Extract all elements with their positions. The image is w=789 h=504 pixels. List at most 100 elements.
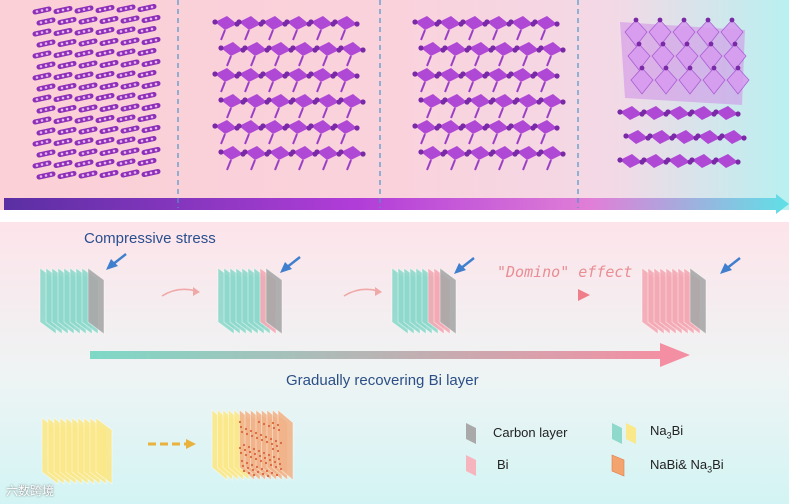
- nabi-particle: [271, 421, 275, 425]
- atom-unit: [338, 42, 366, 67]
- atom-unit: [290, 42, 318, 67]
- atom-unit: [284, 16, 312, 41]
- nabi-particle: [250, 434, 254, 438]
- nabi-particle: [239, 451, 243, 455]
- legend-na3bi-label: Na3Bi: [650, 423, 684, 441]
- atom-chain: [141, 81, 161, 89]
- nabi-particle: [247, 471, 251, 475]
- atom-chain: [120, 147, 140, 156]
- nabi-particle: [265, 469, 269, 473]
- octahedron: [720, 17, 744, 47]
- atom-chain: [95, 137, 115, 145]
- atom-chain: [95, 71, 115, 79]
- nabi-particle: [266, 474, 270, 478]
- layer-sheet: [277, 409, 294, 481]
- atom-chain: [36, 105, 56, 114]
- atom-unit: [314, 94, 342, 119]
- atom-unit: [508, 120, 536, 145]
- octahedron: [699, 41, 723, 71]
- atom-chain: [116, 92, 136, 101]
- nabi-particle: [240, 430, 244, 434]
- atom-chain: [78, 126, 98, 135]
- atom-chain: [36, 171, 56, 180]
- nabi-particle: [254, 431, 258, 435]
- nabi-particle: [274, 439, 278, 443]
- atom-chain: [116, 114, 136, 123]
- atom-chain: [74, 5, 94, 14]
- atom-chain: [32, 160, 52, 169]
- octahedron: [648, 17, 672, 47]
- atom-chain: [137, 26, 157, 34]
- octahedron: [726, 65, 750, 95]
- atom-unit: [338, 146, 366, 171]
- bottom-panel-background: [0, 222, 789, 504]
- atom-chain: [53, 138, 73, 146]
- nabi-particle: [276, 423, 280, 427]
- atom-chain: [116, 4, 136, 13]
- atom-chain: [57, 105, 77, 113]
- nabi-particle: [253, 452, 257, 456]
- octahedron: [696, 17, 720, 47]
- atom-chain: [78, 104, 98, 113]
- na3bi-swatch-icon: [612, 423, 636, 444]
- atom-chain: [137, 4, 157, 12]
- atom-chain: [57, 127, 77, 135]
- layer-stack-mixed: [211, 409, 294, 481]
- atom-unit: [332, 68, 360, 93]
- layer-sheet: [689, 267, 707, 335]
- atom-unit: [332, 16, 360, 41]
- atom-unit: [412, 68, 440, 93]
- atom-chain: [120, 81, 140, 90]
- atom-chain: [36, 61, 56, 70]
- nabi-particle: [251, 468, 255, 472]
- atom-chain: [99, 170, 119, 178]
- atom-chain: [99, 38, 119, 46]
- nabi-particle: [259, 433, 263, 437]
- atom-unit: [466, 146, 494, 171]
- atom-unit: [532, 68, 560, 93]
- nabi-particle: [262, 422, 266, 426]
- nabi-particle: [269, 463, 273, 467]
- atom-chain: [95, 115, 115, 123]
- atom-chain: [141, 125, 161, 133]
- atom-chain: [95, 49, 115, 57]
- crystal-structure-3: [412, 16, 566, 171]
- nabi-particle: [245, 461, 249, 465]
- nabi-particle: [279, 467, 283, 471]
- legend-bi-label: Bi: [497, 457, 509, 472]
- atom-chain: [99, 148, 119, 156]
- nabi-particle: [271, 447, 275, 451]
- atom-chain: [120, 37, 140, 46]
- nabi-particle: [259, 459, 263, 463]
- recovering-arrow-icon: [90, 343, 690, 367]
- nabi-particle: [272, 426, 276, 430]
- atom-unit: [647, 130, 675, 144]
- atom-chain: [95, 93, 115, 101]
- atom-unit: [290, 94, 318, 119]
- atom-unit: [695, 130, 723, 144]
- atom-chain: [120, 59, 140, 68]
- nabi-particle: [273, 460, 277, 464]
- atom-unit: [484, 68, 512, 93]
- octahedron: [672, 17, 696, 47]
- atom-unit: [466, 42, 494, 67]
- atom-unit: [314, 146, 342, 171]
- nabi-particle: [279, 441, 283, 445]
- atom-chain: [36, 17, 56, 26]
- atom-unit: [242, 42, 270, 67]
- atom-chain: [53, 6, 73, 14]
- atom-unit: [460, 68, 488, 93]
- atom-chain: [78, 148, 98, 157]
- atom-unit: [236, 16, 264, 41]
- atom-unit: [490, 146, 518, 171]
- nabi-particle: [264, 461, 268, 465]
- atom-unit: [412, 16, 440, 41]
- nabi-particle: [243, 448, 247, 452]
- atom-chain: [36, 83, 56, 92]
- layer-sheet: [265, 267, 283, 335]
- atom-chain: [78, 170, 98, 179]
- atom-chain: [141, 147, 161, 155]
- atom-unit: [538, 42, 566, 67]
- atom-chain: [120, 169, 140, 178]
- atom-chain: [32, 6, 52, 15]
